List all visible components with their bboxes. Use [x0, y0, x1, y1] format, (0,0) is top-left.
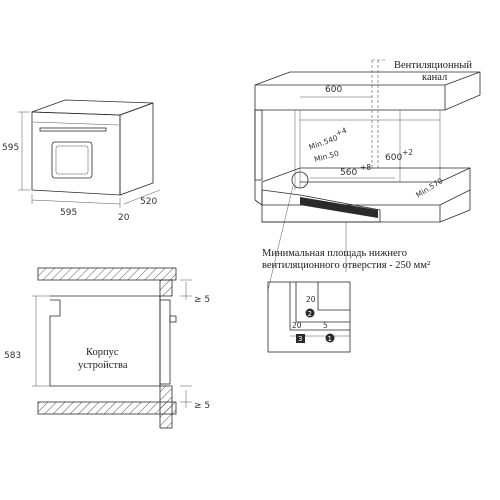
bottom-slab [37, 401, 177, 415]
detail-frame [267, 281, 351, 353]
niche-view: 600 Min.540 +4 Min.50 600 +2 560 +8 Min.… [254, 59, 481, 291]
section-view: 583 ≥ 5 ≥ 5 Корпус устройства [4, 267, 210, 429]
marker-2-label: 2 [308, 310, 312, 318]
marker-3 [296, 334, 305, 343]
section-height-label: 583 [4, 351, 21, 361]
detail-view: 20 20 5 2 1 3 [267, 281, 351, 353]
oven-top [31, 99, 154, 116]
detail-callout-circle [291, 171, 309, 189]
oven-depth-label: 520 [140, 197, 157, 207]
niche-width-label: 600 [325, 85, 342, 95]
gap-bottom-label: ≥ 5 [194, 401, 210, 411]
detail-dim-2: 20 [292, 321, 302, 330]
oven-window [51, 141, 93, 179]
min-540-tolerance: +4 [334, 126, 348, 138]
oven-handle [39, 127, 107, 132]
min-570-label: Min.570 [414, 176, 444, 200]
oven-width-label: 595 [60, 208, 77, 218]
gap-top-label: ≥ 5 [194, 295, 210, 305]
marker-3-label: 3 [298, 335, 302, 343]
detail-dim-3: 5 [323, 321, 328, 330]
niche-height-tolerance: +2 [402, 148, 413, 157]
oven-side [119, 102, 154, 196]
oven-view: 595 595 520 20 [2, 99, 161, 223]
marker-2 [305, 308, 315, 318]
vent-channel-label-1: Вентиляционный [394, 60, 472, 71]
top-slab [37, 267, 177, 281]
vent-note-line-1: Минимальная площадь нижнего [262, 248, 407, 259]
niche-inner-width-label: 560 [340, 168, 357, 178]
oven-body-section [49, 295, 161, 387]
vent-channel-label-2: канал [422, 72, 447, 83]
body-label-line-2: устройства [78, 360, 128, 371]
oven-height-label: 595 [2, 143, 19, 153]
niche-height-label: 600 [385, 153, 402, 163]
min-50-label: Min.50 [313, 149, 340, 164]
oven-door-label: 20 [118, 213, 130, 223]
marker-1-label: 1 [328, 335, 332, 343]
detail-dim-1: 20 [306, 295, 316, 304]
marker-1 [325, 333, 335, 343]
vent-slot [300, 197, 378, 218]
niche-inner-width-tolerance: +8 [360, 163, 371, 172]
body-label-line-1: Корпус [86, 347, 119, 358]
